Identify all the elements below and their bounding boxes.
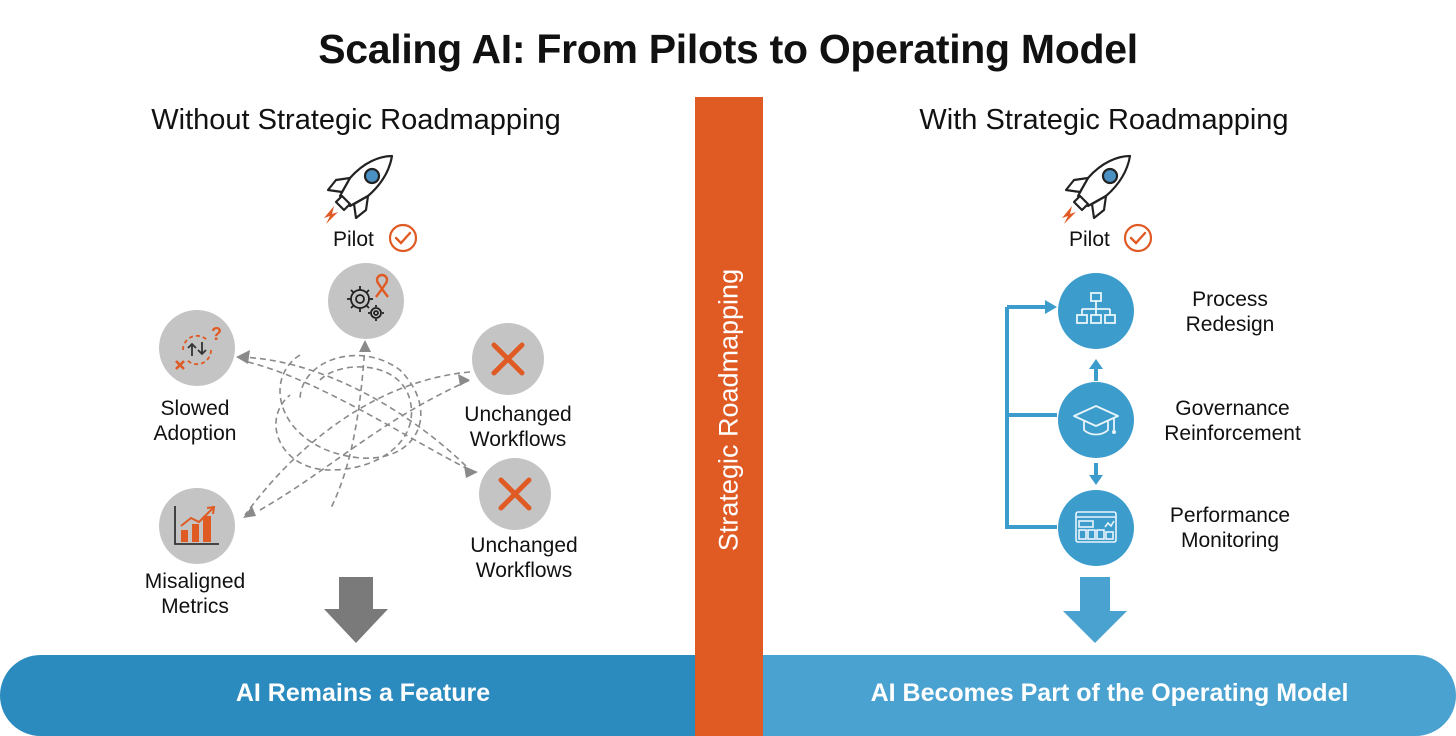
process-redesign-label: Process Redesign xyxy=(1185,288,1275,336)
pilot-label: Pilot xyxy=(1069,228,1110,251)
page-title: Scaling AI: From Pilots to Operating Mod… xyxy=(318,26,1138,72)
check-circle-icon xyxy=(1123,223,1153,253)
slowed-adoption-label: Slowed Adoption xyxy=(153,397,237,445)
down-arrow-icon xyxy=(324,577,388,643)
divider-label: Strategic Roadmapping xyxy=(713,268,744,552)
performance-monitoring-label: Performance Monitoring xyxy=(1169,504,1291,552)
slowed-adoption-node: ? xyxy=(159,310,235,386)
strategic-roadmapping-divider xyxy=(695,97,763,736)
outcome-right-text: AI Becomes Part of the Operating Model xyxy=(870,679,1349,707)
arrowhead xyxy=(243,506,256,518)
unchanged-workflows-label-2: Unchanged Workflows xyxy=(470,534,578,582)
graduation-cap-icon xyxy=(1073,405,1119,436)
svg-text:?: ? xyxy=(211,324,222,344)
process-redesign-node xyxy=(1058,273,1134,349)
cycle-question-icon: ? xyxy=(175,324,222,370)
arrowhead xyxy=(1089,475,1103,485)
arrowhead xyxy=(1045,300,1057,314)
arrowhead xyxy=(359,340,371,352)
right-heading: With Strategic Roadmapping xyxy=(919,104,1289,136)
misaligned-metrics-label: Misaligned Metrics xyxy=(144,570,246,618)
dashboard-icon xyxy=(1075,511,1117,543)
arrowhead xyxy=(464,466,478,478)
performance-monitoring-node xyxy=(1058,490,1134,566)
governance-reinforcement-node xyxy=(1058,382,1134,458)
check-circle-icon xyxy=(388,223,418,253)
bar-chart-icon xyxy=(174,505,219,545)
tangled-paths xyxy=(236,340,478,518)
pilot-label: Pilot xyxy=(333,228,374,251)
gears-ribbon-icon xyxy=(347,273,389,321)
governance-reinforcement-label: Governance Reinforcement xyxy=(1164,397,1301,445)
rocket-icon xyxy=(324,154,394,224)
arrowhead xyxy=(236,350,250,364)
arrowhead xyxy=(1089,359,1103,369)
unchanged-workflows-label-1: Unchanged Workflows xyxy=(464,403,572,451)
outcome-left-text: AI Remains a Feature xyxy=(235,679,491,707)
misaligned-metrics-node xyxy=(159,488,235,564)
org-chart-icon xyxy=(1076,292,1116,324)
outcome-banner-left: AI Remains a Feature xyxy=(0,655,695,736)
flow-connectors xyxy=(1005,300,1103,529)
x-mark-icon xyxy=(491,342,525,376)
arrowhead xyxy=(458,374,470,386)
left-heading: Without Strategic Roadmapping xyxy=(151,104,561,136)
outcome-banner-right: AI Becomes Part of the Operating Model xyxy=(763,655,1456,736)
gears-node xyxy=(328,263,404,339)
unchanged-workflows-node-1 xyxy=(472,323,544,395)
x-mark-icon xyxy=(498,477,532,511)
rocket-icon xyxy=(1062,154,1132,224)
unchanged-workflows-node-2 xyxy=(479,458,551,530)
down-arrow-icon xyxy=(1063,577,1127,643)
